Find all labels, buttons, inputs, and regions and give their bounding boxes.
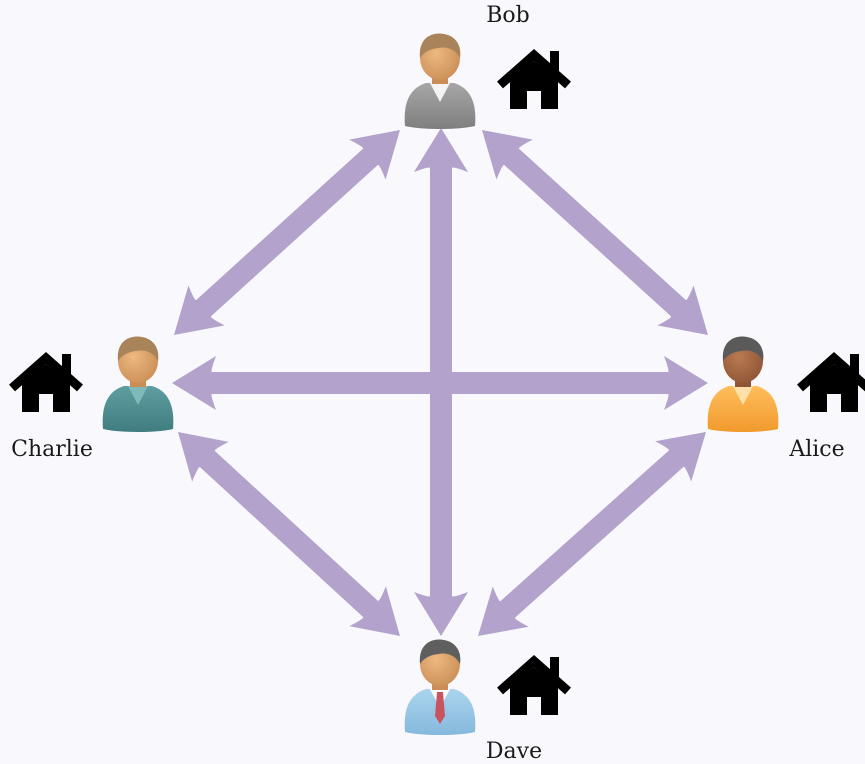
dave-person-icon: [404, 639, 476, 735]
alice-house-icon: [800, 354, 865, 412]
dave-house-icon: [500, 657, 568, 715]
dave-name-label: Dave: [486, 739, 542, 764]
arrow-bob-alice: [482, 130, 709, 336]
connection-arrows: [172, 128, 709, 636]
arrow-bob-charlie: [173, 130, 400, 336]
arrow-charlie-alice: [172, 356, 708, 410]
charlie-name-label: Charlie: [11, 437, 93, 462]
alice-name-label: Alice: [788, 437, 844, 462]
charlie-house-icon: [12, 354, 80, 412]
arrow-charlie-dave: [178, 432, 400, 636]
arrow-alice-dave: [478, 432, 706, 636]
charlie-person-icon: [102, 336, 174, 432]
alice-person-icon: [707, 336, 779, 432]
bob-house-icon: [500, 51, 568, 109]
bob-person-icon: [404, 33, 476, 129]
bob-name-label: Bob: [486, 3, 530, 28]
